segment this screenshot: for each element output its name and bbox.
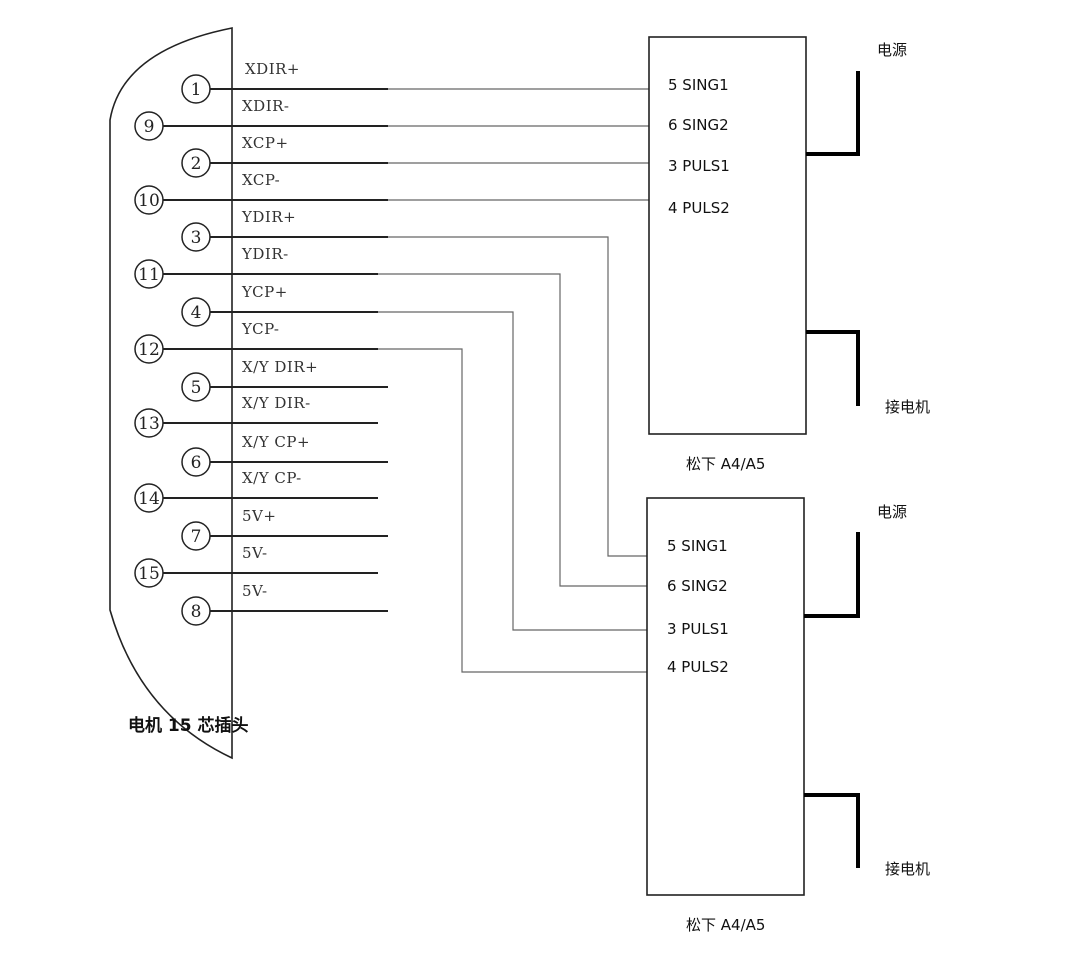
driver-1-box <box>648 36 807 435</box>
connector-shell <box>109 27 233 760</box>
driver-1-power-label: 电源 <box>877 41 907 59</box>
driver-2: 5 SING1 6 SING2 3 PULS1 4 PULS2 电源 接电机 松… <box>646 497 930 934</box>
driver-2-terminal-sing2: 6 SING2 <box>667 577 728 595</box>
driver-1-terminal-puls1: 3 PULS1 <box>668 157 730 175</box>
pin-11-circle <box>134 259 164 289</box>
pin-13-signal-label: X/Y DIR- <box>242 394 311 412</box>
driver-2-motor-lead <box>804 793 860 868</box>
driver-1-terminal-puls2: 4 PULS2 <box>668 199 730 217</box>
pin-15-circle <box>134 558 164 588</box>
driver-2-power-lead <box>804 532 860 618</box>
driver-1-terminal-sing2: 6 SING2 <box>668 116 729 134</box>
pin-14-signal-label: X/Y CP- <box>242 469 302 487</box>
pin-12-circle <box>134 334 164 364</box>
pin-9-signal-label: XDIR- <box>242 97 290 115</box>
driver-1: 5 SING1 6 SING2 3 PULS1 4 PULS2 电源 接电机 松… <box>648 36 930 473</box>
connector-pins: 1XDIR+9XDIR-2XCP+10XCP-3YDIR+11YDIR-4YCP… <box>134 60 318 626</box>
pin-4-number: 4 <box>191 303 202 323</box>
pin-1-signal-label: XDIR+ <box>245 60 300 78</box>
connector-caption: 电机 15 芯插头 <box>128 715 249 736</box>
pin-7-number: 7 <box>191 527 202 547</box>
driver-1-motor-label: 接电机 <box>885 398 930 416</box>
pin-12-signal-label: YCP- <box>241 320 279 338</box>
pin-10-circle <box>134 185 164 215</box>
driver-2-terminal-puls2: 4 PULS2 <box>667 658 729 676</box>
pin-6-circle <box>181 447 211 477</box>
pin-12-number: 12 <box>138 340 160 360</box>
pin-2-signal-label: XCP+ <box>242 134 289 152</box>
pin-2-circle <box>181 148 211 178</box>
driver-2-terminal-puls1: 3 PULS1 <box>667 620 729 638</box>
wire-ydir- <box>378 273 647 587</box>
pin-15-signal-label: 5V- <box>242 544 268 562</box>
pin-13-circle <box>134 408 164 438</box>
driver-1-terminal-sing1: 5 SING1 <box>668 76 729 94</box>
pin-5-number: 5 <box>191 378 202 398</box>
pin-5-circle <box>181 372 211 402</box>
driver-2-power-label: 电源 <box>877 503 907 521</box>
pin-14-number: 14 <box>138 489 160 509</box>
pin-6-signal-label: X/Y CP+ <box>242 433 310 451</box>
pin-13-number: 13 <box>138 414 160 434</box>
pin-9-circle <box>134 111 164 141</box>
pin-10-signal-label: XCP- <box>242 171 280 189</box>
driver-1-caption: 松下 A4/A5 <box>686 455 765 473</box>
pin-8-signal-label: 5V- <box>242 582 268 600</box>
pin-11-number: 11 <box>138 265 160 285</box>
pin-14-circle <box>134 483 164 513</box>
pin-11-signal-label: YDIR- <box>241 245 289 263</box>
pin-10-number: 10 <box>138 191 160 211</box>
pin-15-number: 15 <box>138 564 160 584</box>
pin-4-signal-label: YCP+ <box>241 283 288 301</box>
pin-4-circle <box>181 297 211 327</box>
pin-9-number: 9 <box>144 117 155 137</box>
pin-1-number: 1 <box>191 80 202 100</box>
driver-2-box <box>646 497 805 896</box>
pin-8-number: 8 <box>191 602 202 622</box>
pin-8-circle <box>181 596 211 626</box>
pin-3-number: 3 <box>191 228 202 248</box>
driver-1-motor-lead <box>806 330 860 406</box>
pin-5-signal-label: X/Y DIR+ <box>242 358 318 376</box>
wire-ycp- <box>378 348 647 673</box>
driver-1-power-lead <box>806 71 860 156</box>
pin-2-number: 2 <box>191 154 202 174</box>
pin-7-signal-label: 5V+ <box>242 507 276 525</box>
driver-2-caption: 松下 A4/A5 <box>686 916 765 934</box>
driver-2-motor-label: 接电机 <box>885 860 930 878</box>
wire-ydir- <box>388 236 647 557</box>
pin-7-circle <box>181 521 211 551</box>
pin-3-signal-label: YDIR+ <box>241 208 296 226</box>
pin-3-circle <box>181 222 211 252</box>
wires <box>163 88 649 673</box>
pin-6-number: 6 <box>191 453 202 473</box>
wire-ycp- <box>378 311 647 631</box>
driver-2-terminal-sing1: 5 SING1 <box>667 537 728 555</box>
pin-1-circle <box>181 74 211 104</box>
